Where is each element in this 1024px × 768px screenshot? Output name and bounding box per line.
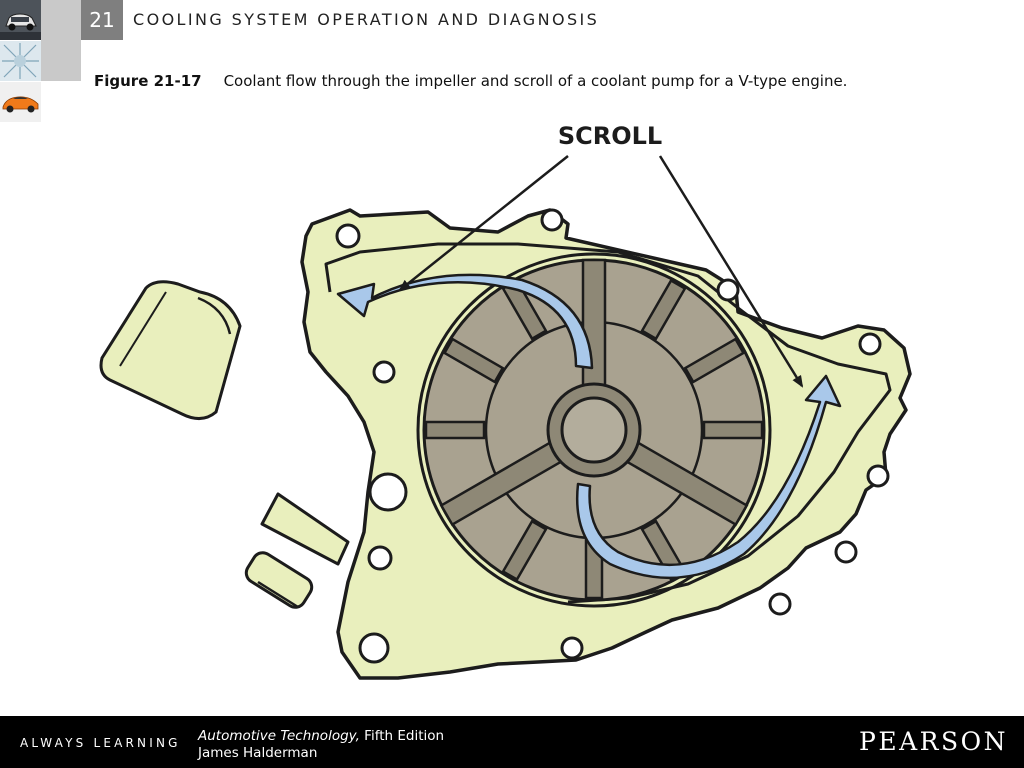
figure-caption-text: Coolant flow through the impeller and sc… <box>223 72 848 90</box>
figure-caption: Figure 21-17 Coolant flow through the imp… <box>94 72 847 90</box>
bolt-hole <box>866 464 890 488</box>
book-author: James Halderman <box>198 745 318 761</box>
bolt-hole <box>358 632 390 664</box>
footer-tagline: ALWAYS LEARNING <box>20 736 181 750</box>
bolt-holes <box>335 208 890 664</box>
scroll-label: SCROLL <box>558 122 662 150</box>
scroll-pointer-right <box>658 155 804 388</box>
footer-book-info: Automotive Technology, Fifth Edition Jam… <box>198 728 444 762</box>
book-edition: Fifth Edition <box>364 728 445 744</box>
coolant-pump-diagram: SCROLL <box>99 122 912 680</box>
bolt-hole <box>367 545 393 571</box>
impeller <box>416 252 772 608</box>
bypass-tube <box>244 492 350 609</box>
impeller-shaft-bore <box>560 396 628 464</box>
chapter-number: 21 <box>89 8 115 32</box>
coolant-flow-arrows <box>336 273 842 580</box>
bolt-hole <box>834 540 858 564</box>
chapter-thumbnails <box>0 0 41 122</box>
car-thumbnail <box>0 0 41 40</box>
scroll-pointer-left <box>398 155 569 292</box>
figure-label: Figure 21-17 <box>94 72 202 90</box>
sports-car-thumbnail <box>0 82 41 122</box>
publisher-logo: PEARSON <box>859 727 1008 756</box>
header-gray-block <box>41 0 81 81</box>
bolt-hole <box>540 208 564 232</box>
footer-bar: ALWAYS LEARNING Automotive Technology, F… <box>0 716 1024 768</box>
bolt-hole <box>368 472 408 512</box>
bolt-hole <box>858 332 882 356</box>
bolt-hole <box>768 592 792 616</box>
bolt-hole <box>560 636 584 660</box>
bolt-hole <box>335 223 361 249</box>
bolt-hole <box>716 278 740 302</box>
chapter-title: COOLING SYSTEM OPERATION AND DIAGNOSIS <box>133 10 600 29</box>
chapter-number-badge: 21 <box>81 0 123 40</box>
radiator-thumbnail <box>0 41 41 81</box>
book-title: Automotive Technology, <box>198 728 360 744</box>
flow-arrow-left <box>336 273 594 370</box>
outlet-pipe <box>99 280 242 420</box>
flow-arrow-right <box>575 374 842 580</box>
bolt-hole <box>372 360 396 384</box>
scroll-channel <box>324 242 892 604</box>
